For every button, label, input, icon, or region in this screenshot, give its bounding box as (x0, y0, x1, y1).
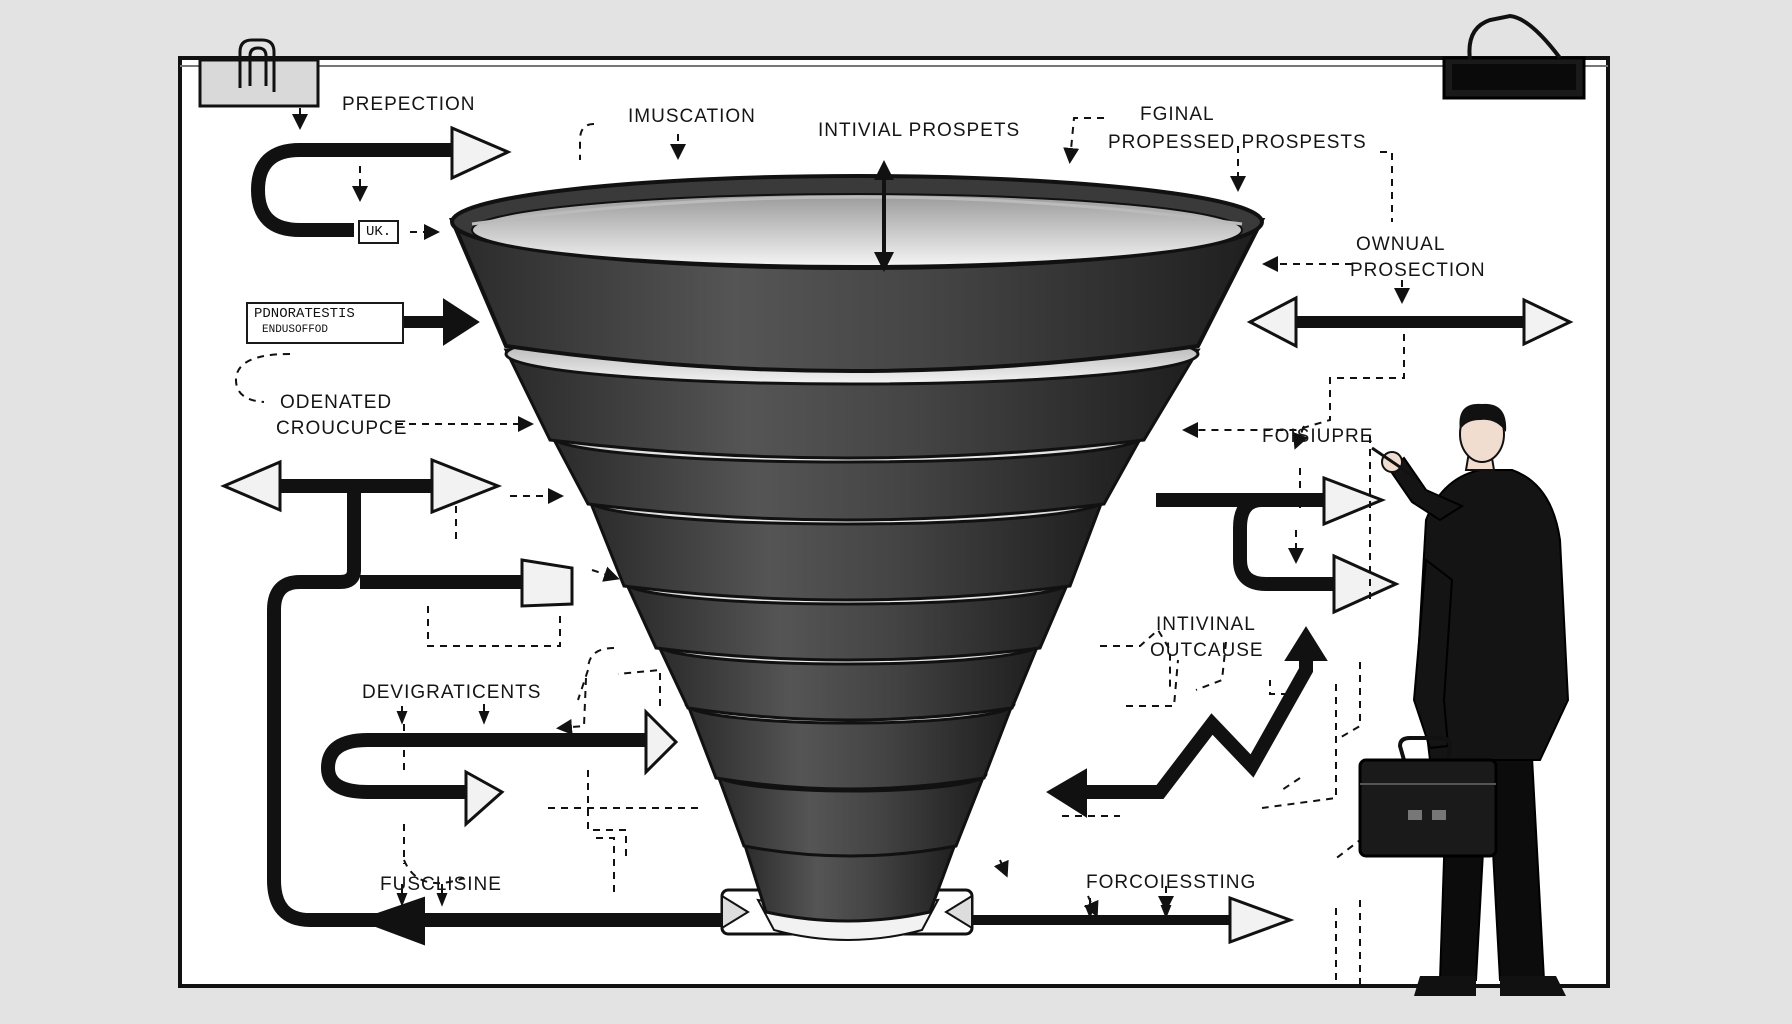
businessman-figure (1358, 403, 1570, 996)
label-box-group: PDNORATESTIS ENDUSOFFOD (246, 302, 404, 344)
label-box-line2: ENDUSOFFOD (262, 324, 329, 336)
binder-clip-icon (1442, 13, 1586, 100)
label-devigraticents: DEVIGRATICENTS (362, 682, 542, 703)
label-fusclisine: FUSCLISINE (380, 874, 502, 895)
sales-funnel (448, 174, 1266, 941)
label-imuscation: IMUSCATION (628, 106, 756, 127)
label-box-line1: PDNORATESTIS (254, 306, 355, 322)
vertical-double-arrow (874, 160, 894, 272)
label-foisiupre: FOISIUPRE (1262, 426, 1374, 447)
label-intinal-prospects: INTIVIAL PROSPETS (818, 120, 1021, 141)
label-odenated: ODENATED (280, 392, 393, 413)
left-flow-arrows (220, 125, 722, 946)
label-croucupce: CROUCUPCE (276, 418, 408, 439)
label-intivinal: INTIVINAL (1156, 614, 1256, 635)
label-prosection: PROSECTION (1350, 260, 1486, 281)
label-tick-arrows (396, 704, 1172, 919)
label-outcause: OUTCAUSE (1150, 640, 1264, 661)
paper-clip-icon (198, 38, 320, 108)
label-forcoiessting: FORCOIESSTING (1086, 872, 1257, 893)
label-proposed-prospects: PROPESSED PROSPESTS (1108, 132, 1367, 153)
label-prepection: PREPECTION (342, 94, 476, 115)
label-ownual: OWNUAL (1356, 234, 1446, 255)
label-fginal: FGINAL (1140, 104, 1215, 125)
label-uk-box: UK. (358, 220, 400, 244)
right-flow-arrows (972, 295, 1574, 945)
